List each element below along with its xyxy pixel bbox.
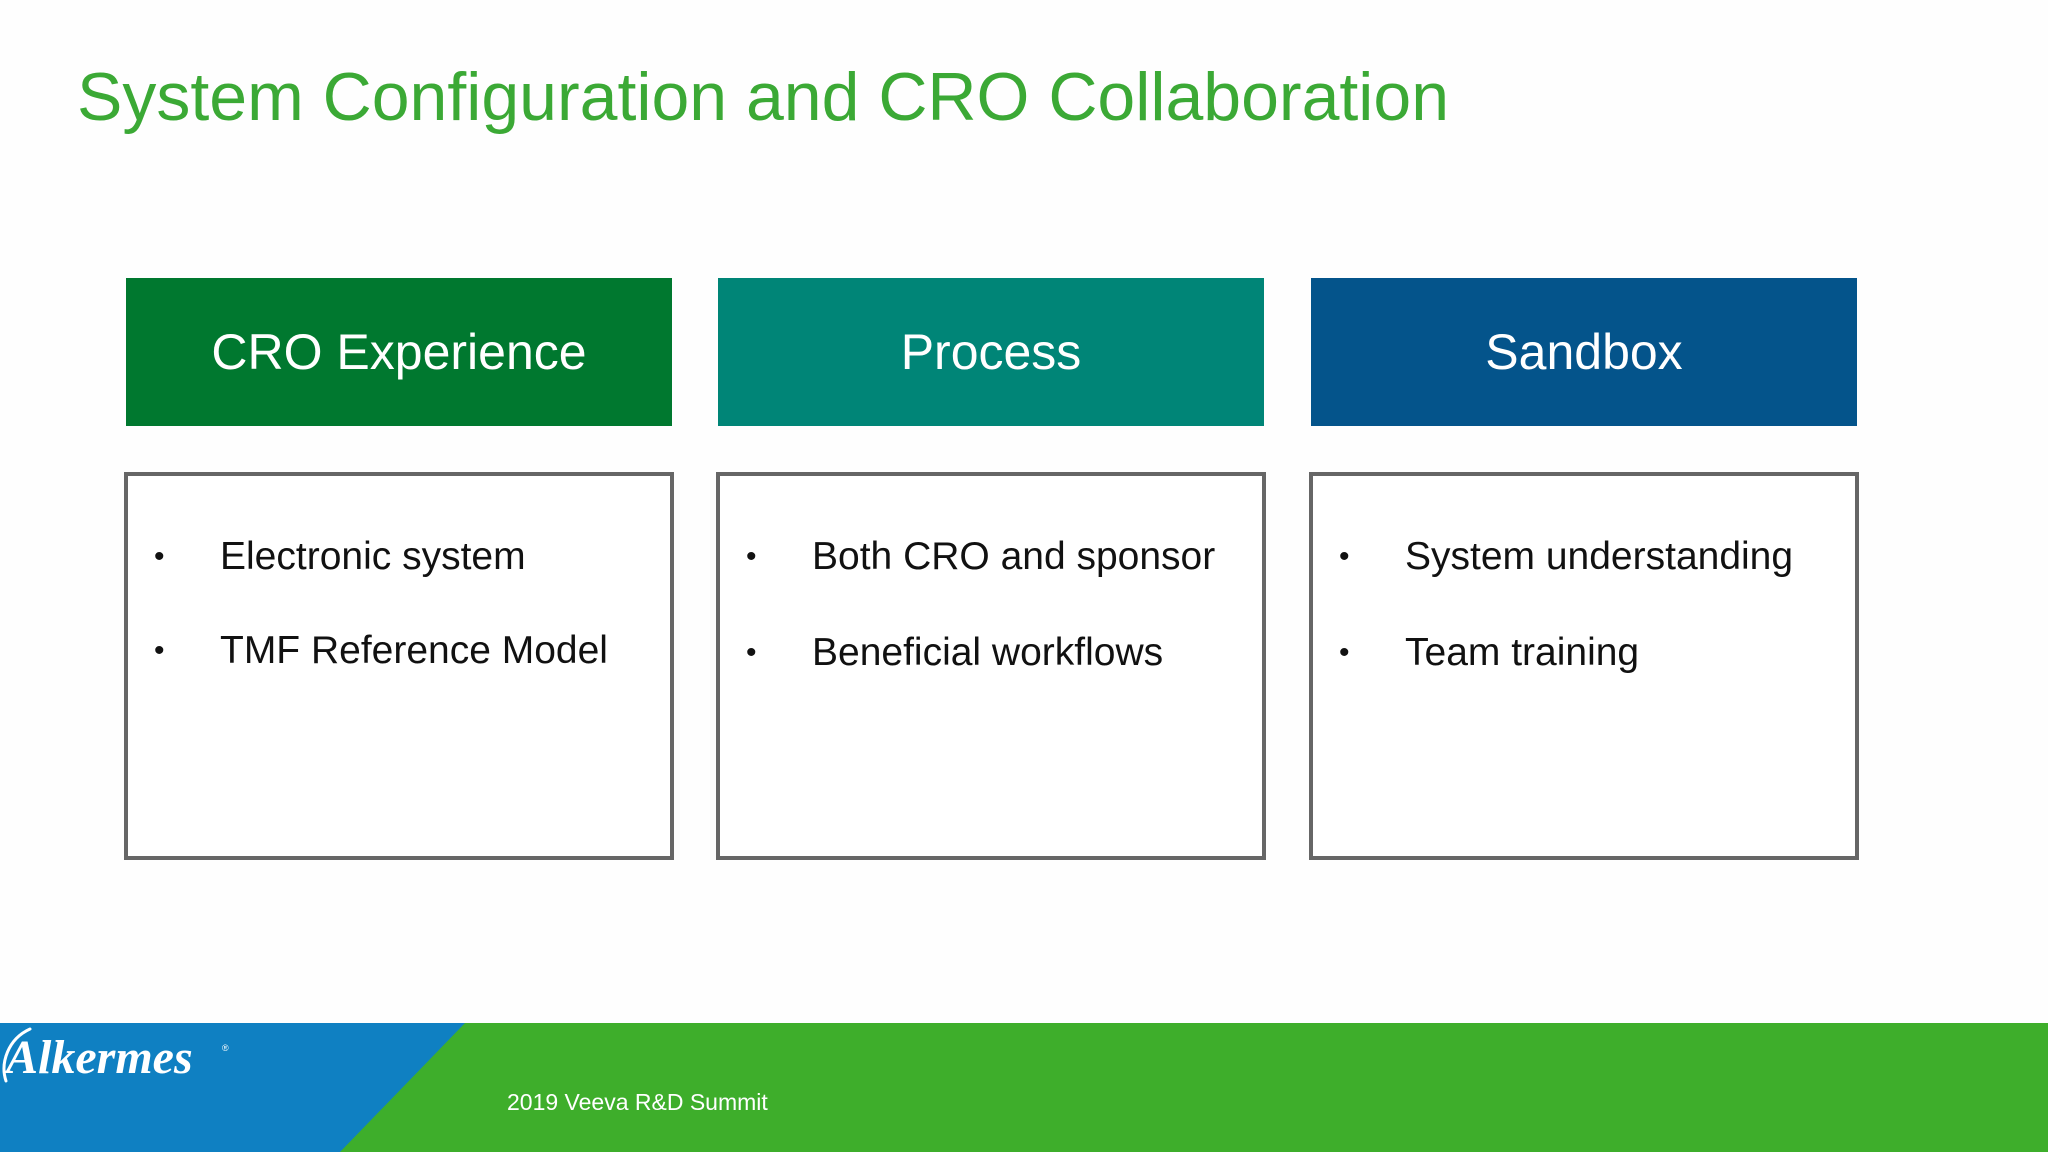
content-box-sandbox: • System understanding • Team training — [1309, 472, 1859, 860]
logo-wordmark: Alkermes — [3, 1031, 193, 1084]
bullet-icon: • — [154, 634, 165, 667]
footer-band: Alkermes ® 2019 Veeva R&D Summit — [0, 1023, 2048, 1152]
alkermes-logo: Alkermes ® — [2, 1027, 229, 1084]
bullet-icon: • — [1339, 540, 1350, 573]
bullet-icon: • — [154, 540, 165, 573]
content-box-process: • Both CRO and sponsor • Beneficial work… — [716, 472, 1266, 860]
bullet-icon: • — [1339, 636, 1350, 669]
footer-event-label: 2019 Veeva R&D Summit — [507, 1089, 768, 1115]
list-item: • Both CRO and sponsor — [720, 532, 1262, 582]
header-cro-experience: CRO Experience — [126, 278, 672, 426]
bullet-text: Electronic system — [220, 535, 526, 578]
list-item: • Electronic system — [128, 532, 670, 582]
bullet-text: Both CRO and sponsor — [812, 535, 1216, 578]
registered-mark-icon: ® — [222, 1043, 229, 1053]
header-label: Sandbox — [1485, 324, 1683, 380]
list-item: • Team training — [1313, 628, 1855, 678]
list-item: • System understanding — [1313, 532, 1855, 582]
header-label: CRO Experience — [211, 324, 587, 380]
header-process: Process — [718, 278, 1264, 426]
bullet-text: System understanding — [1405, 535, 1794, 578]
list-item: • TMF Reference Model — [128, 626, 670, 676]
bullet-icon: • — [746, 636, 757, 669]
content-box-cro-experience: • Electronic system • TMF Reference Mode… — [124, 472, 674, 860]
footer-background — [0, 1023, 2048, 1152]
bullet-text: Team training — [1405, 631, 1640, 674]
bullet-text: Beneficial workflows — [812, 631, 1164, 674]
footer-blue-wedge — [0, 1023, 465, 1152]
list-item: • Beneficial workflows — [720, 628, 1262, 678]
slide-title: System Configuration and CRO Collaborati… — [77, 59, 1450, 135]
bullet-text: TMF Reference Model — [220, 629, 608, 672]
header-sandbox: Sandbox — [1311, 278, 1857, 426]
bullet-icon: • — [746, 540, 757, 573]
header-label: Process — [900, 324, 1082, 380]
